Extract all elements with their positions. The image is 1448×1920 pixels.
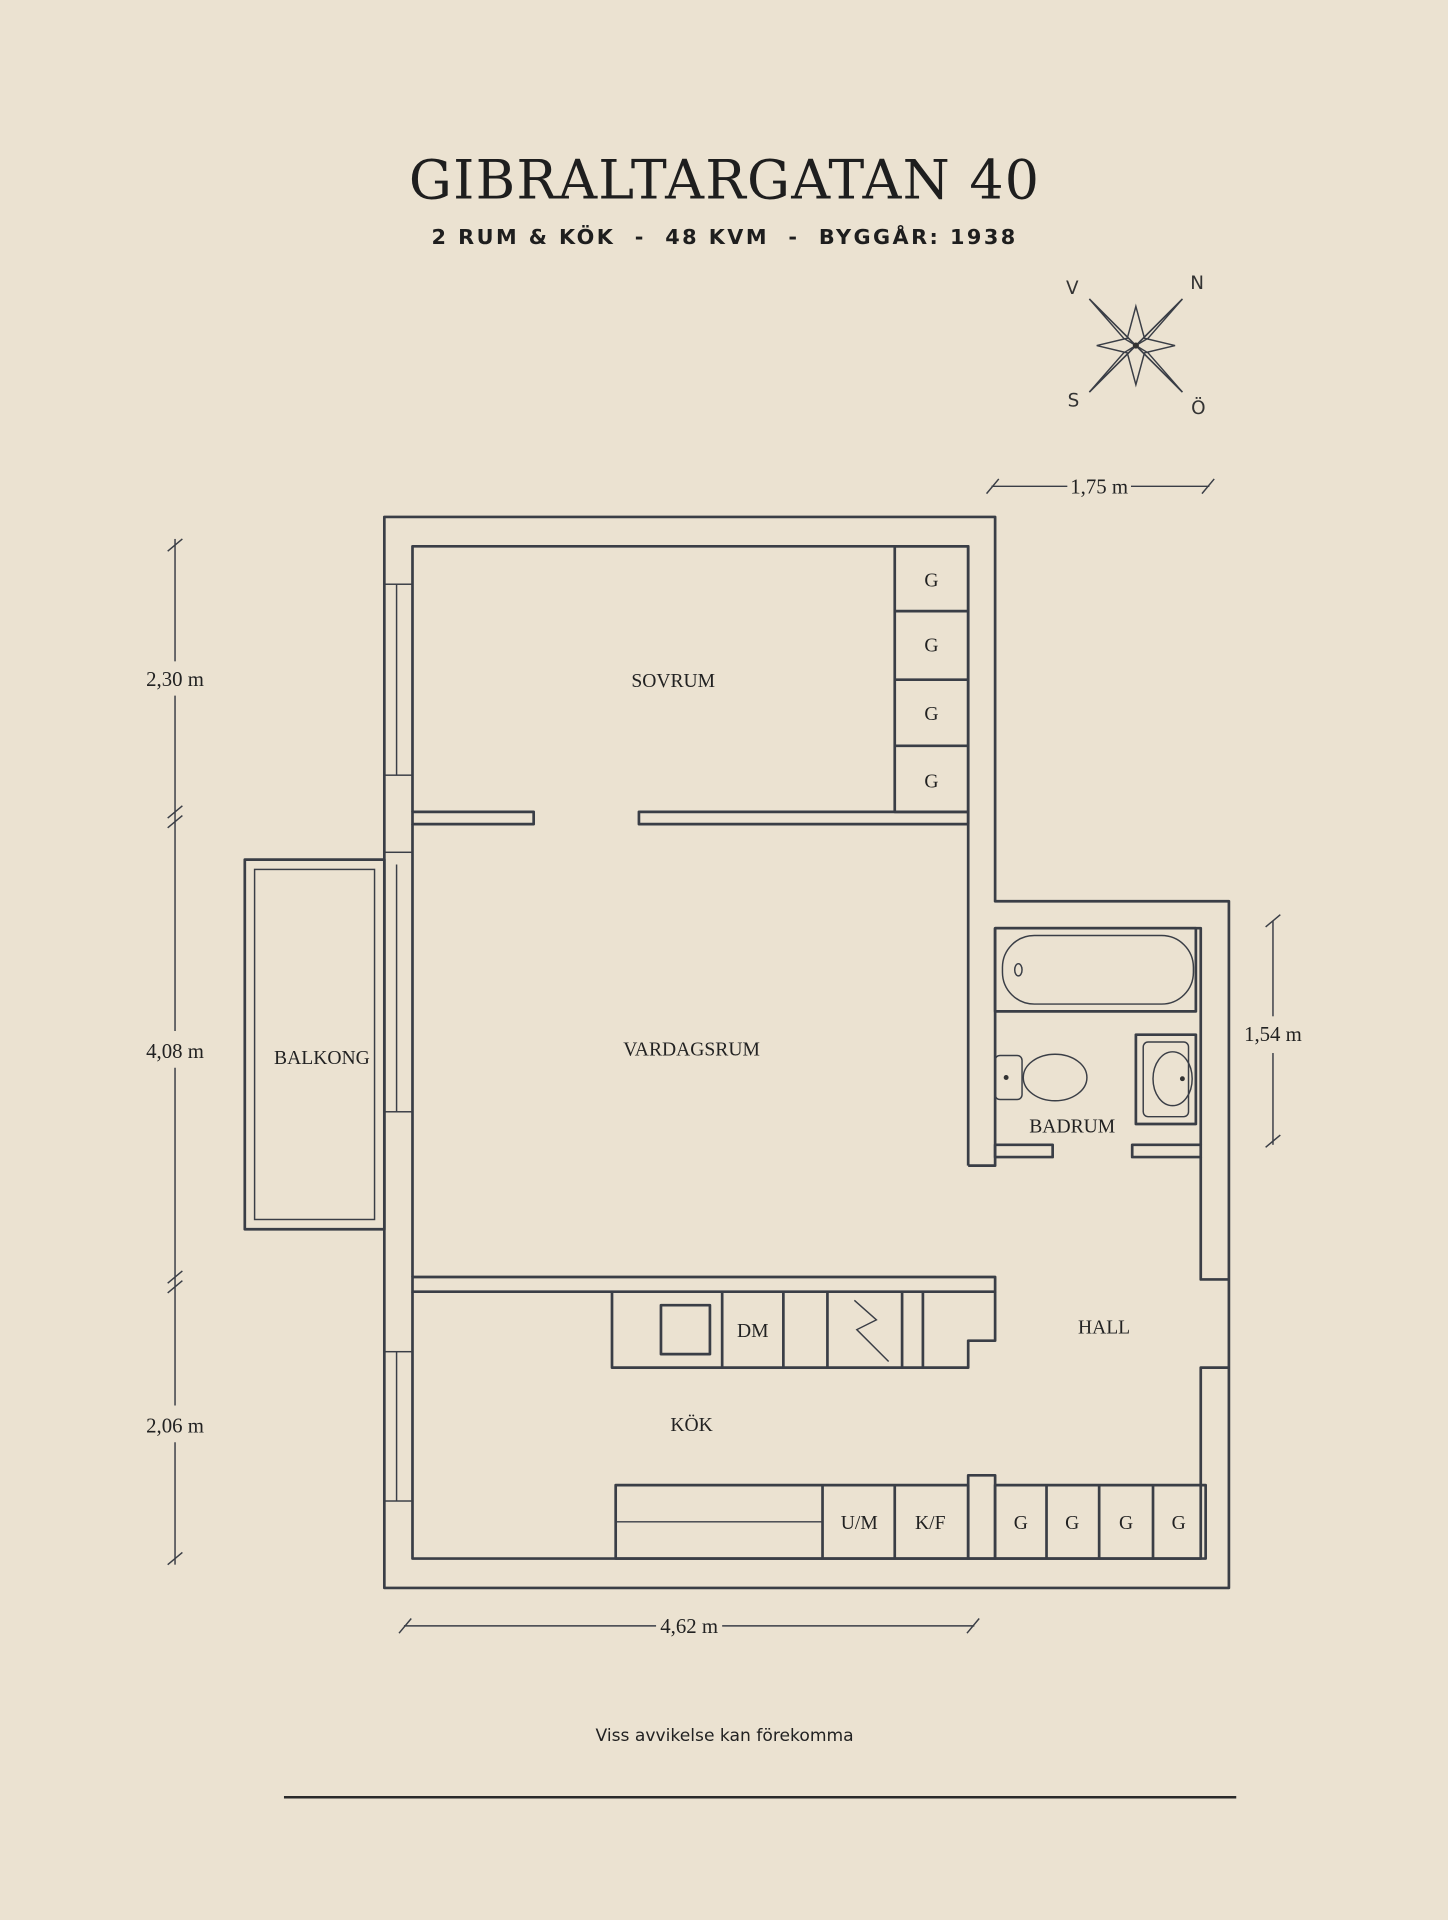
dimension-left-mid: 4,08 m: [146, 1040, 204, 1063]
room-label-kok: KÖK: [670, 1415, 712, 1436]
dimension-bottom: 4,62 m: [660, 1615, 718, 1638]
page-title: GIBRALTARGATAN 40: [409, 149, 1040, 212]
room-label-sovrum: SOVRUM: [631, 671, 715, 692]
wardrobes-bedroom: [893, 544, 970, 814]
dimension-lines: [167, 478, 1281, 1634]
wardrobe-label: G: [1014, 1513, 1028, 1534]
wardrobe-label: G: [924, 704, 938, 725]
oven-micro-label: U/M: [841, 1513, 878, 1534]
walls: [382, 515, 1231, 1590]
fridge-freezer-label: K/F: [915, 1513, 946, 1534]
bathtub-icon: [993, 926, 1198, 1013]
kitchen-counter-lower: [614, 1483, 1207, 1560]
compass-n: N: [1190, 273, 1204, 294]
toilet-icon: [994, 1053, 1088, 1102]
compass-o: Ö: [1191, 397, 1205, 419]
wardrobe-label: G: [924, 771, 938, 792]
compass-v: V: [1066, 278, 1079, 299]
wardrobe-label: G: [924, 636, 938, 657]
balcony: [243, 858, 386, 1231]
room-label-vardagsrum: VARDAGSRUM: [623, 1039, 760, 1060]
wardrobe-label: G: [1065, 1513, 1079, 1534]
wardrobe-label: G: [1119, 1513, 1133, 1534]
wardrobe-label: G: [924, 571, 938, 592]
room-label-badrum: BADRUM: [1029, 1117, 1115, 1138]
dimension-left-bottom: 2,06 m: [146, 1414, 204, 1437]
room-label-balkong: BALKONG: [274, 1048, 370, 1069]
electric-symbol-icon: [853, 1299, 890, 1362]
wardrobe-label: G: [1172, 1513, 1186, 1534]
dimension-left-top: 2,30 m: [146, 668, 204, 691]
compass-rose-icon: [1088, 298, 1183, 393]
dishwasher-label: DM: [737, 1321, 769, 1342]
page-subtitle: 2 RUM & KÖK - 48 KVM - BYGGÅR: 1938: [432, 224, 1018, 249]
disclaimer-note: Viss avvikelse kan förekomma: [596, 1726, 854, 1746]
stove-icon: [659, 1303, 712, 1356]
dimension-top: 1,75 m: [1070, 476, 1128, 499]
dimension-right: 1,54 m: [1244, 1023, 1302, 1046]
sink-icon: [1134, 1033, 1198, 1126]
kitchen-counter-upper: [610, 1291, 997, 1369]
room-label-hall: HALL: [1078, 1317, 1130, 1338]
compass-s: S: [1068, 391, 1080, 412]
